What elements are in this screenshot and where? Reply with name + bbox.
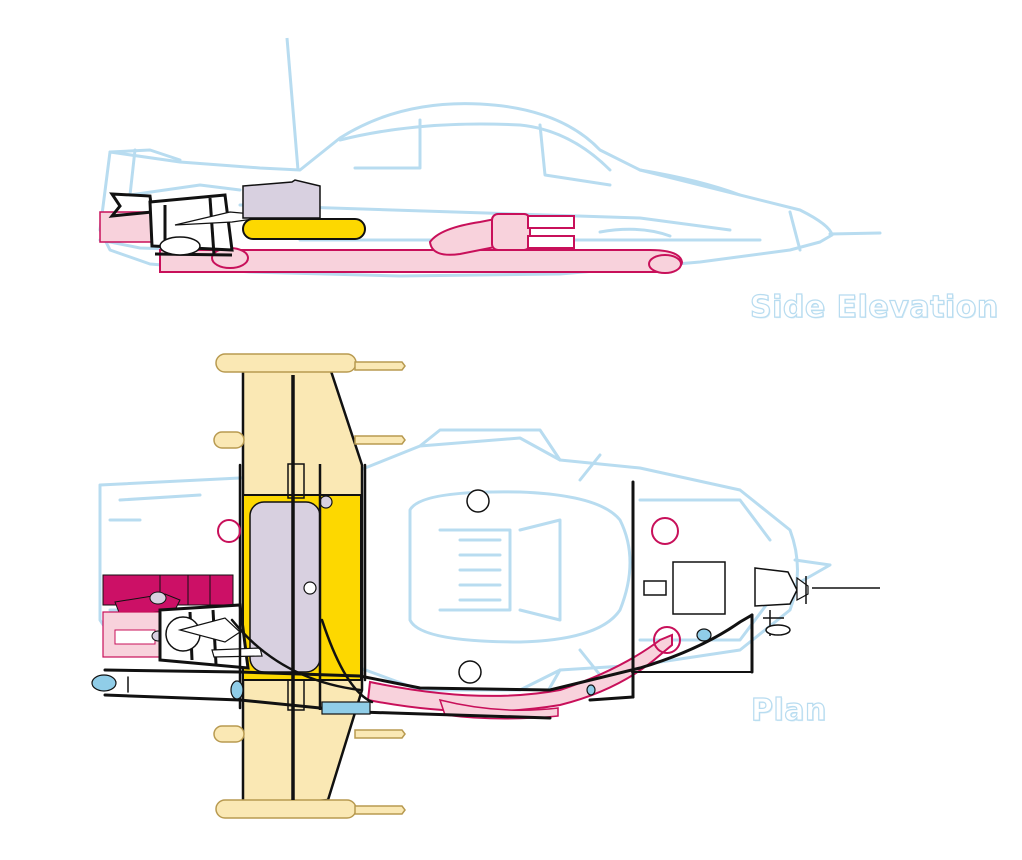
plan-label: Plan [750, 692, 827, 728]
control-cables [103, 463, 754, 720]
tank-port-small [303, 581, 317, 595]
side-elevation-label: Side Elevation [749, 289, 999, 325]
spar-bracket-bottom [287, 679, 305, 711]
spar-bracket-top [287, 463, 305, 499]
antenna [285, 37, 300, 171]
side-tank-lilac [242, 179, 321, 219]
plan-view [91, 353, 880, 819]
nose-box-small [643, 580, 667, 596]
tank-port-blue [319, 495, 333, 509]
engine-intake-port [149, 591, 167, 605]
fuselage-markers [217, 489, 681, 684]
side-fuel-tank [242, 218, 366, 240]
wing-stores [213, 361, 406, 815]
plan-fuel-line [366, 633, 673, 713]
side-elevation-view [98, 37, 882, 278]
plan-exhaust-stub [211, 647, 263, 658]
side-pipe-end [648, 254, 682, 274]
nose-gear [763, 610, 791, 636]
wing-tip-right [215, 799, 357, 819]
blue-fittings [91, 628, 712, 715]
side-valve-block [491, 213, 531, 251]
side-valve-arm-top [527, 215, 575, 229]
nose-cone [754, 567, 798, 607]
nose-box-large [672, 561, 726, 615]
side-valve-arm-bottom [527, 235, 575, 249]
side-engine-hub [159, 236, 201, 256]
wing-tip-left [215, 353, 357, 373]
